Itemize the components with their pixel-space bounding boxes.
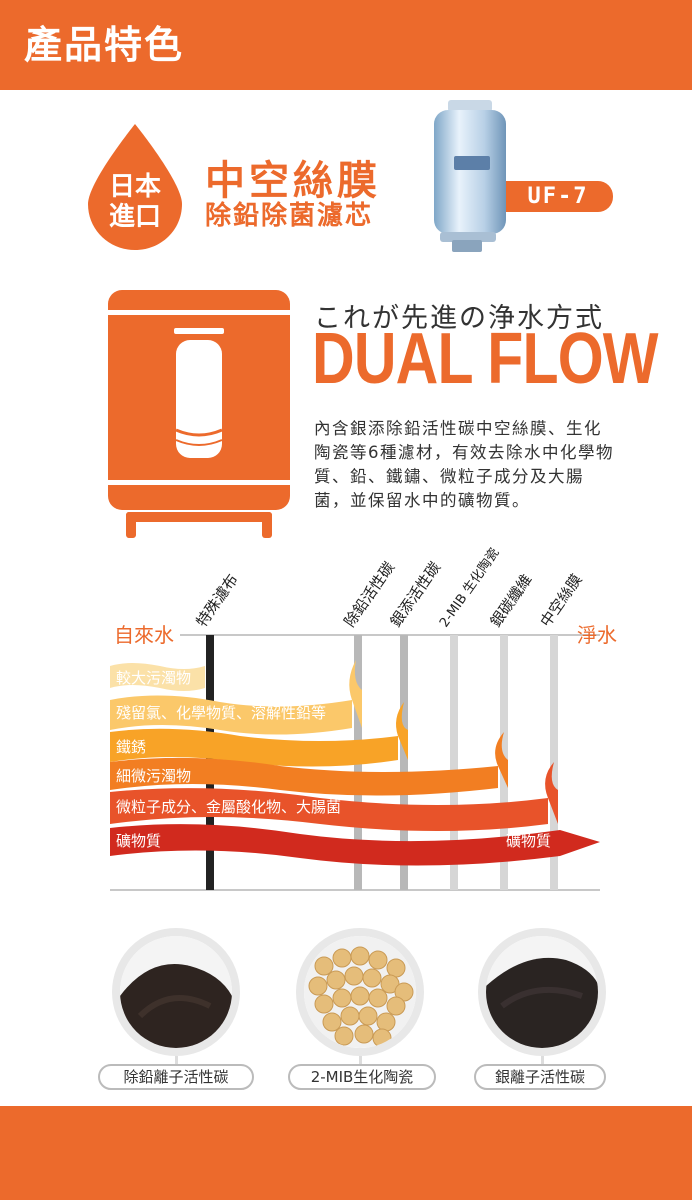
badge-line-2: 進口 [108, 202, 161, 232]
filter-label-cloth: 特殊濾布 [193, 571, 242, 630]
flow-band-5 [110, 788, 548, 831]
inlet-label: 自來水 [114, 623, 174, 647]
silver-carbon-image [478, 928, 606, 1056]
flow-band-5-flame [545, 762, 558, 824]
water-drop-icon [88, 124, 182, 250]
dual-flow-headline: DUAL FLOW [312, 319, 659, 399]
header-bar: 產品特色 [0, 0, 692, 90]
model-tag: UF-7 [503, 181, 613, 212]
footer-bar [0, 1106, 692, 1200]
flow-label-3: 鐵銹 [116, 738, 146, 756]
ceramic-beads-image [296, 928, 424, 1056]
material-caption-1: 除鉛離子活性碳 [98, 1064, 254, 1090]
filtration-diagram: 自來水 淨水 較大污濁物 殘留氯、化學物質、溶解性鉛等 鐵銹 細微污濁物 微粒子… [110, 545, 617, 891]
flow-band-2 [110, 695, 352, 735]
connector [175, 1056, 178, 1066]
flow-band-3 [110, 728, 398, 767]
tagline-jp: これが先進の浄水方式 [314, 303, 604, 334]
filter-bar-silver-carbon [400, 635, 408, 890]
filter-label-membrane: 中空絲膜 [537, 571, 586, 630]
mineral-out-label: 礦物質 [506, 832, 551, 850]
flow-label-4: 細微污濁物 [116, 767, 191, 785]
purifier-unit-icon [108, 290, 290, 538]
product-title: 中空絲膜 [205, 158, 381, 204]
material-caption-3: 銀離子活性碳 [474, 1064, 606, 1090]
connector [359, 1056, 362, 1066]
flow-band-1 [110, 663, 205, 691]
filter-bar-membrane [550, 635, 558, 890]
flow-band-2-flame [349, 660, 362, 728]
badge-line-1: 日本 [108, 172, 161, 202]
filter-label-fiber: 銀碳纖維 [487, 571, 536, 630]
activated-carbon-image [112, 928, 240, 1056]
flow-band-4 [110, 757, 498, 796]
material-caption-2: 2-MIB生化陶瓷 [288, 1064, 436, 1090]
flow-label-5: 微粒子成分、金屬酸化物、大腸菌 [116, 798, 341, 816]
import-badge: 日本 進口 [80, 172, 190, 232]
flow-label-6: 礦物質 [116, 832, 161, 850]
flow-band-3-flame [396, 702, 408, 760]
product-subtitle: 除鉛除菌濾芯 [205, 201, 374, 231]
product-description: 內含銀添除鉛活性碳中空絲膜、生化陶瓷等6種濾材，有效去除水中化學物質、鉛、鐵鏽、… [314, 419, 614, 510]
connector [541, 1056, 544, 1066]
flow-band-4-flame [495, 732, 508, 788]
flow-band-6 [110, 824, 600, 866]
outlet-label: 淨水 [577, 623, 617, 647]
flow-label-1: 較大污濁物 [116, 669, 191, 687]
page-title: 產品特色 [24, 23, 185, 67]
filter-cartridge-image [434, 100, 506, 252]
filter-bar-ceramic [450, 635, 458, 890]
flow-label-2: 殘留氯、化學物質、溶解性鉛等 [116, 704, 326, 722]
